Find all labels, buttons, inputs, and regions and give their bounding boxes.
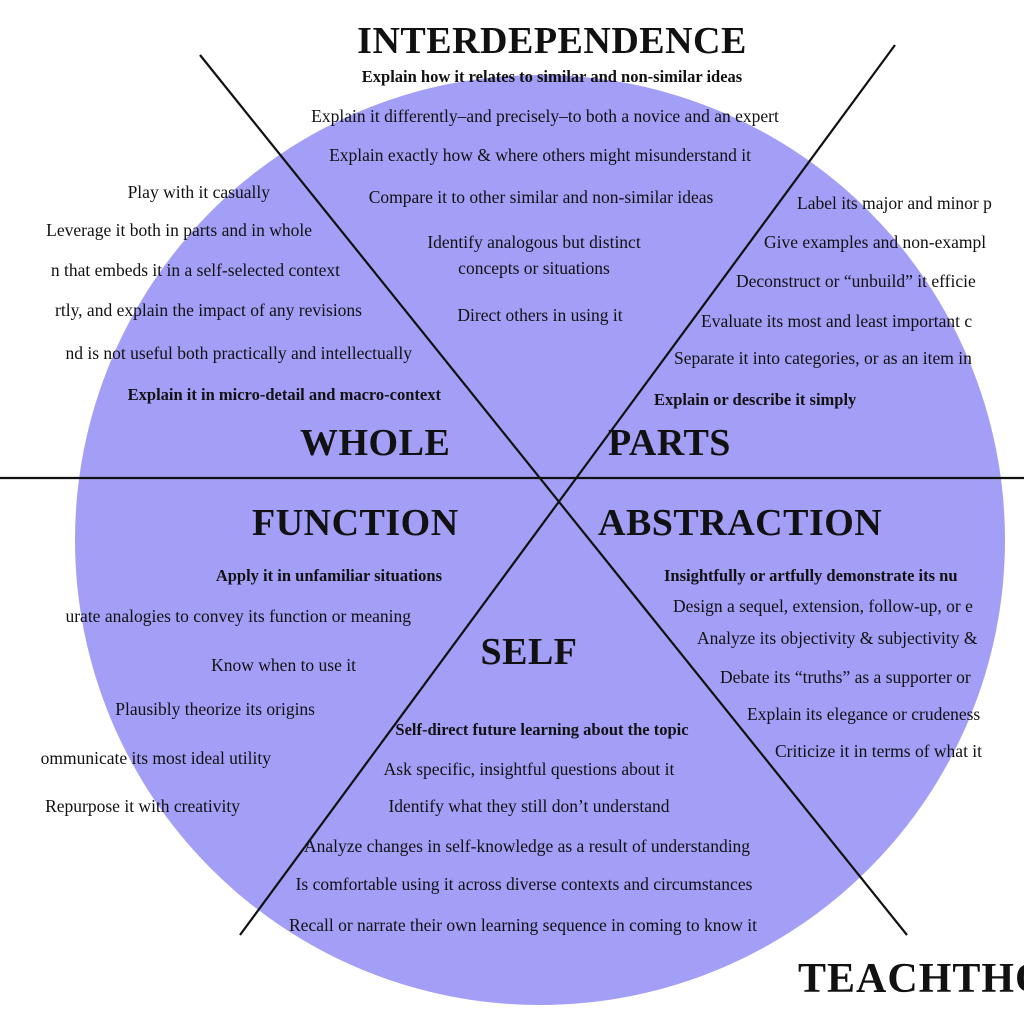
whole-item-3: n that embeds it in a self-selected cont… — [50, 260, 340, 280]
brand-logo-text: TEACHTHO — [798, 956, 1024, 1002]
section-title-parts: PARTS — [608, 422, 731, 464]
self-item-6: Recall or narrate their own learning seq… — [289, 915, 757, 935]
section-title-abstraction: ABSTRACTION — [598, 502, 883, 544]
interdependence-item-4: Compare it to other similar and non-simi… — [368, 187, 714, 207]
abstraction-item-4: Debate its “truths” as a supporter or — [720, 667, 971, 687]
abstraction-item-6: Criticize it in terms of what it — [775, 741, 983, 761]
whole-item-1: Play with it casually — [127, 182, 270, 202]
interdependence-item-3: Explain exactly how & where others might… — [329, 145, 751, 165]
interdependence-item-2: Explain it differently–and precisely–to … — [311, 106, 779, 126]
abstraction-item-5: Explain its elegance or crudeness — [747, 704, 981, 724]
function-item-4: Plausibly theorize its origins — [115, 699, 315, 719]
abstraction-item-1: Insightfully or artfully demonstrate its… — [664, 566, 958, 585]
abstraction-item-2: Design a sequel, extension, follow-up, o… — [673, 596, 973, 616]
function-item-1: Apply it in unfamiliar situations — [215, 566, 442, 585]
interdependence-item-5: Identify analogous but distinct concepts… — [427, 232, 641, 278]
function-item-2: urate analogies to convey its function o… — [65, 606, 411, 626]
abstraction-item-3: Analyze its objectivity & subjectivity & — [697, 628, 978, 648]
section-title-self: SELF — [480, 631, 578, 673]
self-item-4: Analyze changes in self-knowledge as a r… — [303, 836, 751, 856]
whole-item-2: Leverage it both in parts and in whole — [46, 220, 312, 240]
parts-item-2: Give examples and non-exampl — [764, 232, 987, 252]
self-item-2: Ask specific, insightful questions about… — [383, 759, 675, 779]
function-item-5: ommunicate its most ideal utility — [40, 748, 271, 768]
parts-item-1: Label its major and minor p — [797, 193, 992, 213]
parts-item-6: Explain or describe it simply — [654, 390, 857, 409]
whole-item-4: rtly, and explain the impact of any revi… — [55, 300, 362, 320]
self-item-1: Self-direct future learning about the to… — [395, 720, 689, 739]
section-title-interdependence: INTERDEPENDENCE — [357, 20, 747, 62]
parts-item-4: Evaluate its most and least important c — [701, 311, 973, 331]
self-item-5: Is comfortable using it across diverse c… — [295, 874, 753, 894]
self-item-3: Identify what they still don’t understan… — [388, 796, 670, 816]
main-circle — [75, 75, 1005, 1005]
parts-item-3: Deconstruct or “unbuild” it efficie — [736, 271, 976, 291]
function-item-3: Know when to use it — [211, 655, 356, 675]
whole-item-5: nd is not useful both practically and in… — [65, 343, 412, 363]
whole-item-6: Explain it in micro-detail and macro-con… — [127, 385, 441, 404]
parts-item-5: Separate it into categories, or as an it… — [674, 348, 972, 368]
section-title-whole: WHOLE — [300, 422, 451, 464]
interdependence-item-1: Explain how it relates to similar and no… — [361, 67, 743, 86]
divider-diagonal-right-top — [239, 44, 896, 936]
function-item-6: Repurpose it with creativity — [45, 796, 240, 816]
section-title-function: FUNCTION — [252, 502, 459, 544]
interdependence-item-6: Direct others in using it — [457, 305, 623, 325]
divider-diagonal-left-top — [199, 54, 908, 936]
